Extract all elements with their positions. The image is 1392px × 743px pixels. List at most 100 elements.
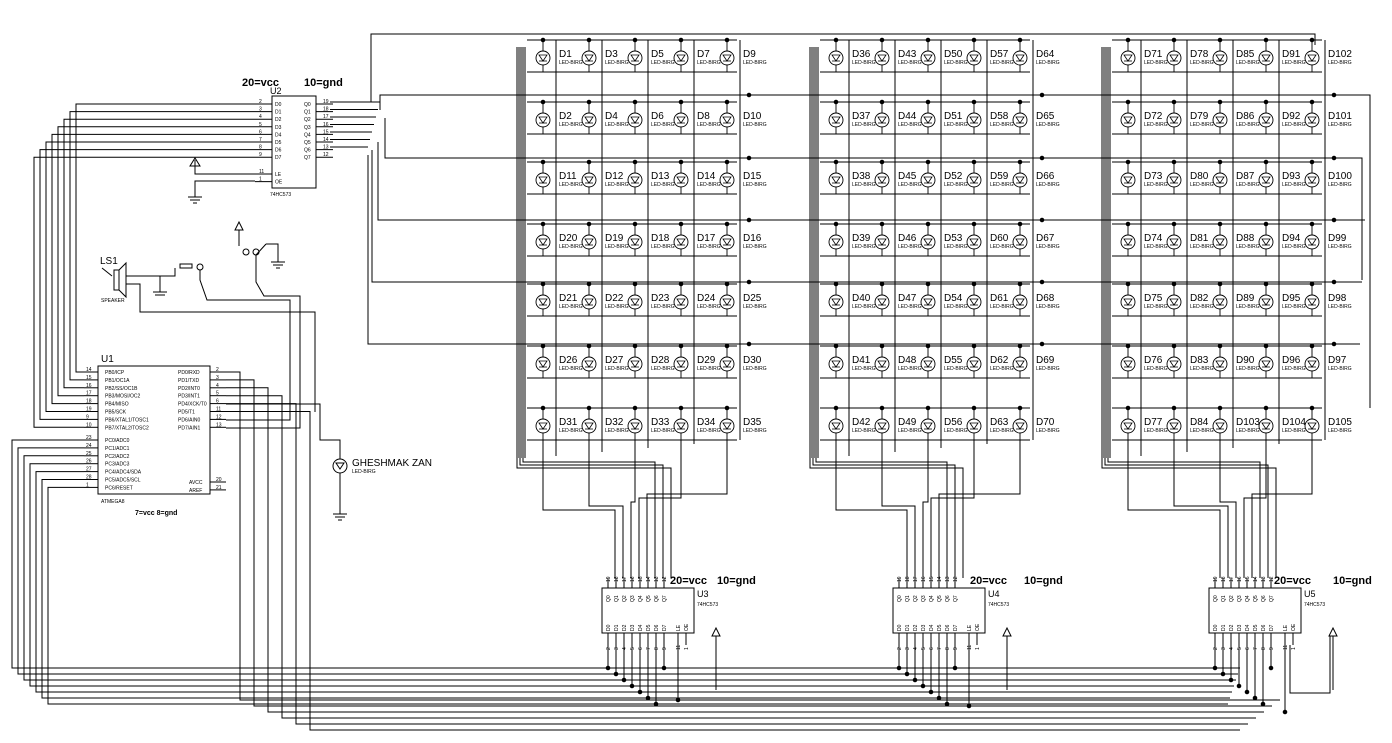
latch-pin-num: 3 [905, 647, 911, 650]
led-type: LED-BIRG [605, 428, 629, 434]
led-type: LED-BIRG [743, 122, 767, 128]
led-triangle [831, 360, 841, 368]
led-label: D26 [559, 355, 578, 366]
wire [815, 458, 948, 578]
u1-pin-name: PD4/XCK/T0 [178, 402, 207, 408]
led-body [1166, 356, 1182, 372]
latch-pin-num: 6 [929, 647, 935, 650]
led-triangle [877, 238, 887, 246]
led-type: LED-BIRG [605, 60, 629, 66]
u2-pin-name: Q1 [304, 110, 311, 116]
wire [1127, 440, 1221, 578]
latch-pin-name: Q3 [1237, 595, 1243, 602]
led-label: D77 [1144, 417, 1163, 428]
led-label: D94 [1282, 233, 1301, 244]
button-pin [196, 263, 204, 271]
latch-pin-name: D6 [1261, 624, 1267, 631]
led-label: D99 [1328, 233, 1347, 244]
led-type: LED-BIRG [1236, 428, 1260, 434]
led-type: LED-BIRG [605, 304, 629, 310]
led-body [966, 356, 982, 372]
led-label: D71 [1144, 49, 1163, 60]
led-body [1120, 172, 1136, 188]
u2-pin-num: 4 [259, 114, 262, 120]
latch-pin-name: D2 [1229, 624, 1235, 631]
junction [1331, 217, 1337, 223]
led-triangle [676, 422, 686, 430]
junction [1282, 709, 1288, 715]
led-label: D7 [697, 49, 710, 60]
led-type: LED-BIRG [651, 244, 675, 250]
led-type: LED-BIRG [1190, 244, 1214, 250]
led-label: D27 [605, 355, 624, 366]
latch-pin-name: Q3 [630, 595, 636, 602]
latch-pin-num: 18 [905, 576, 911, 582]
led-body [1012, 112, 1028, 128]
led-body [1166, 418, 1182, 434]
led-label: D33 [651, 417, 670, 428]
switch-pin [242, 248, 250, 256]
latch-pin-name: Q7 [1269, 595, 1275, 602]
led-type: LED-BIRG [1144, 182, 1168, 188]
latch-pin-num: 3 [614, 647, 620, 650]
led-block-2: D36LED-BIRGD43LED-BIRGD50LED-BIRGD57LED-… [828, 40, 1060, 440]
led-type: LED-BIRG [990, 304, 1014, 310]
led-label: D56 [944, 417, 963, 428]
led-body [1212, 356, 1228, 372]
led-label: D20 [559, 233, 578, 244]
led-label: D84 [1190, 417, 1209, 428]
latch-pin-name: Q2 [1229, 595, 1235, 602]
latch-pin-num: 5 [1237, 647, 1243, 650]
led-body [1120, 356, 1136, 372]
led-triangle [584, 176, 594, 184]
latch-pin-num: 9 [1269, 647, 1275, 650]
u1-pin-name: AREF [189, 488, 202, 494]
led-body [627, 50, 643, 66]
led-type: LED-BIRG [697, 428, 721, 434]
led-triangle [877, 298, 887, 306]
led-label: D12 [605, 171, 624, 182]
led-triangle [722, 176, 732, 184]
latch-pin-name: Q6 [945, 595, 951, 602]
u2-body [271, 95, 317, 189]
led-type: LED-BIRG [743, 304, 767, 310]
led-type: LED-BIRG [1036, 428, 1060, 434]
speaker-ref: LS1 [100, 256, 118, 267]
led-triangle [722, 298, 732, 306]
led-body [828, 294, 844, 310]
junction [1331, 155, 1337, 161]
led-type: LED-BIRG [990, 244, 1014, 250]
led-triangle [722, 238, 732, 246]
led-block-3: D71LED-BIRGD78LED-BIRGD85LED-BIRGD91LED-… [1120, 40, 1352, 440]
led-triangle [1015, 176, 1025, 184]
latch-pin-num: 6 [638, 647, 644, 650]
wire [522, 458, 656, 578]
wire [75, 103, 255, 373]
junction [966, 703, 972, 709]
latch-pin-name: D7 [662, 624, 668, 631]
u1-pin-name: PD1/TXD [178, 378, 200, 384]
led-body [920, 234, 936, 250]
latch-ctrl-num: 11 [676, 645, 682, 650]
led-type: LED-BIRG [559, 60, 583, 66]
wire [519, 458, 664, 578]
led-label: D53 [944, 233, 963, 244]
led-type: LED-BIRG [743, 60, 767, 66]
led-label: D25 [743, 293, 762, 304]
led-label: D87 [1236, 171, 1255, 182]
led-triangle [1169, 54, 1179, 62]
wire [101, 267, 113, 277]
led-triangle [1169, 360, 1179, 368]
